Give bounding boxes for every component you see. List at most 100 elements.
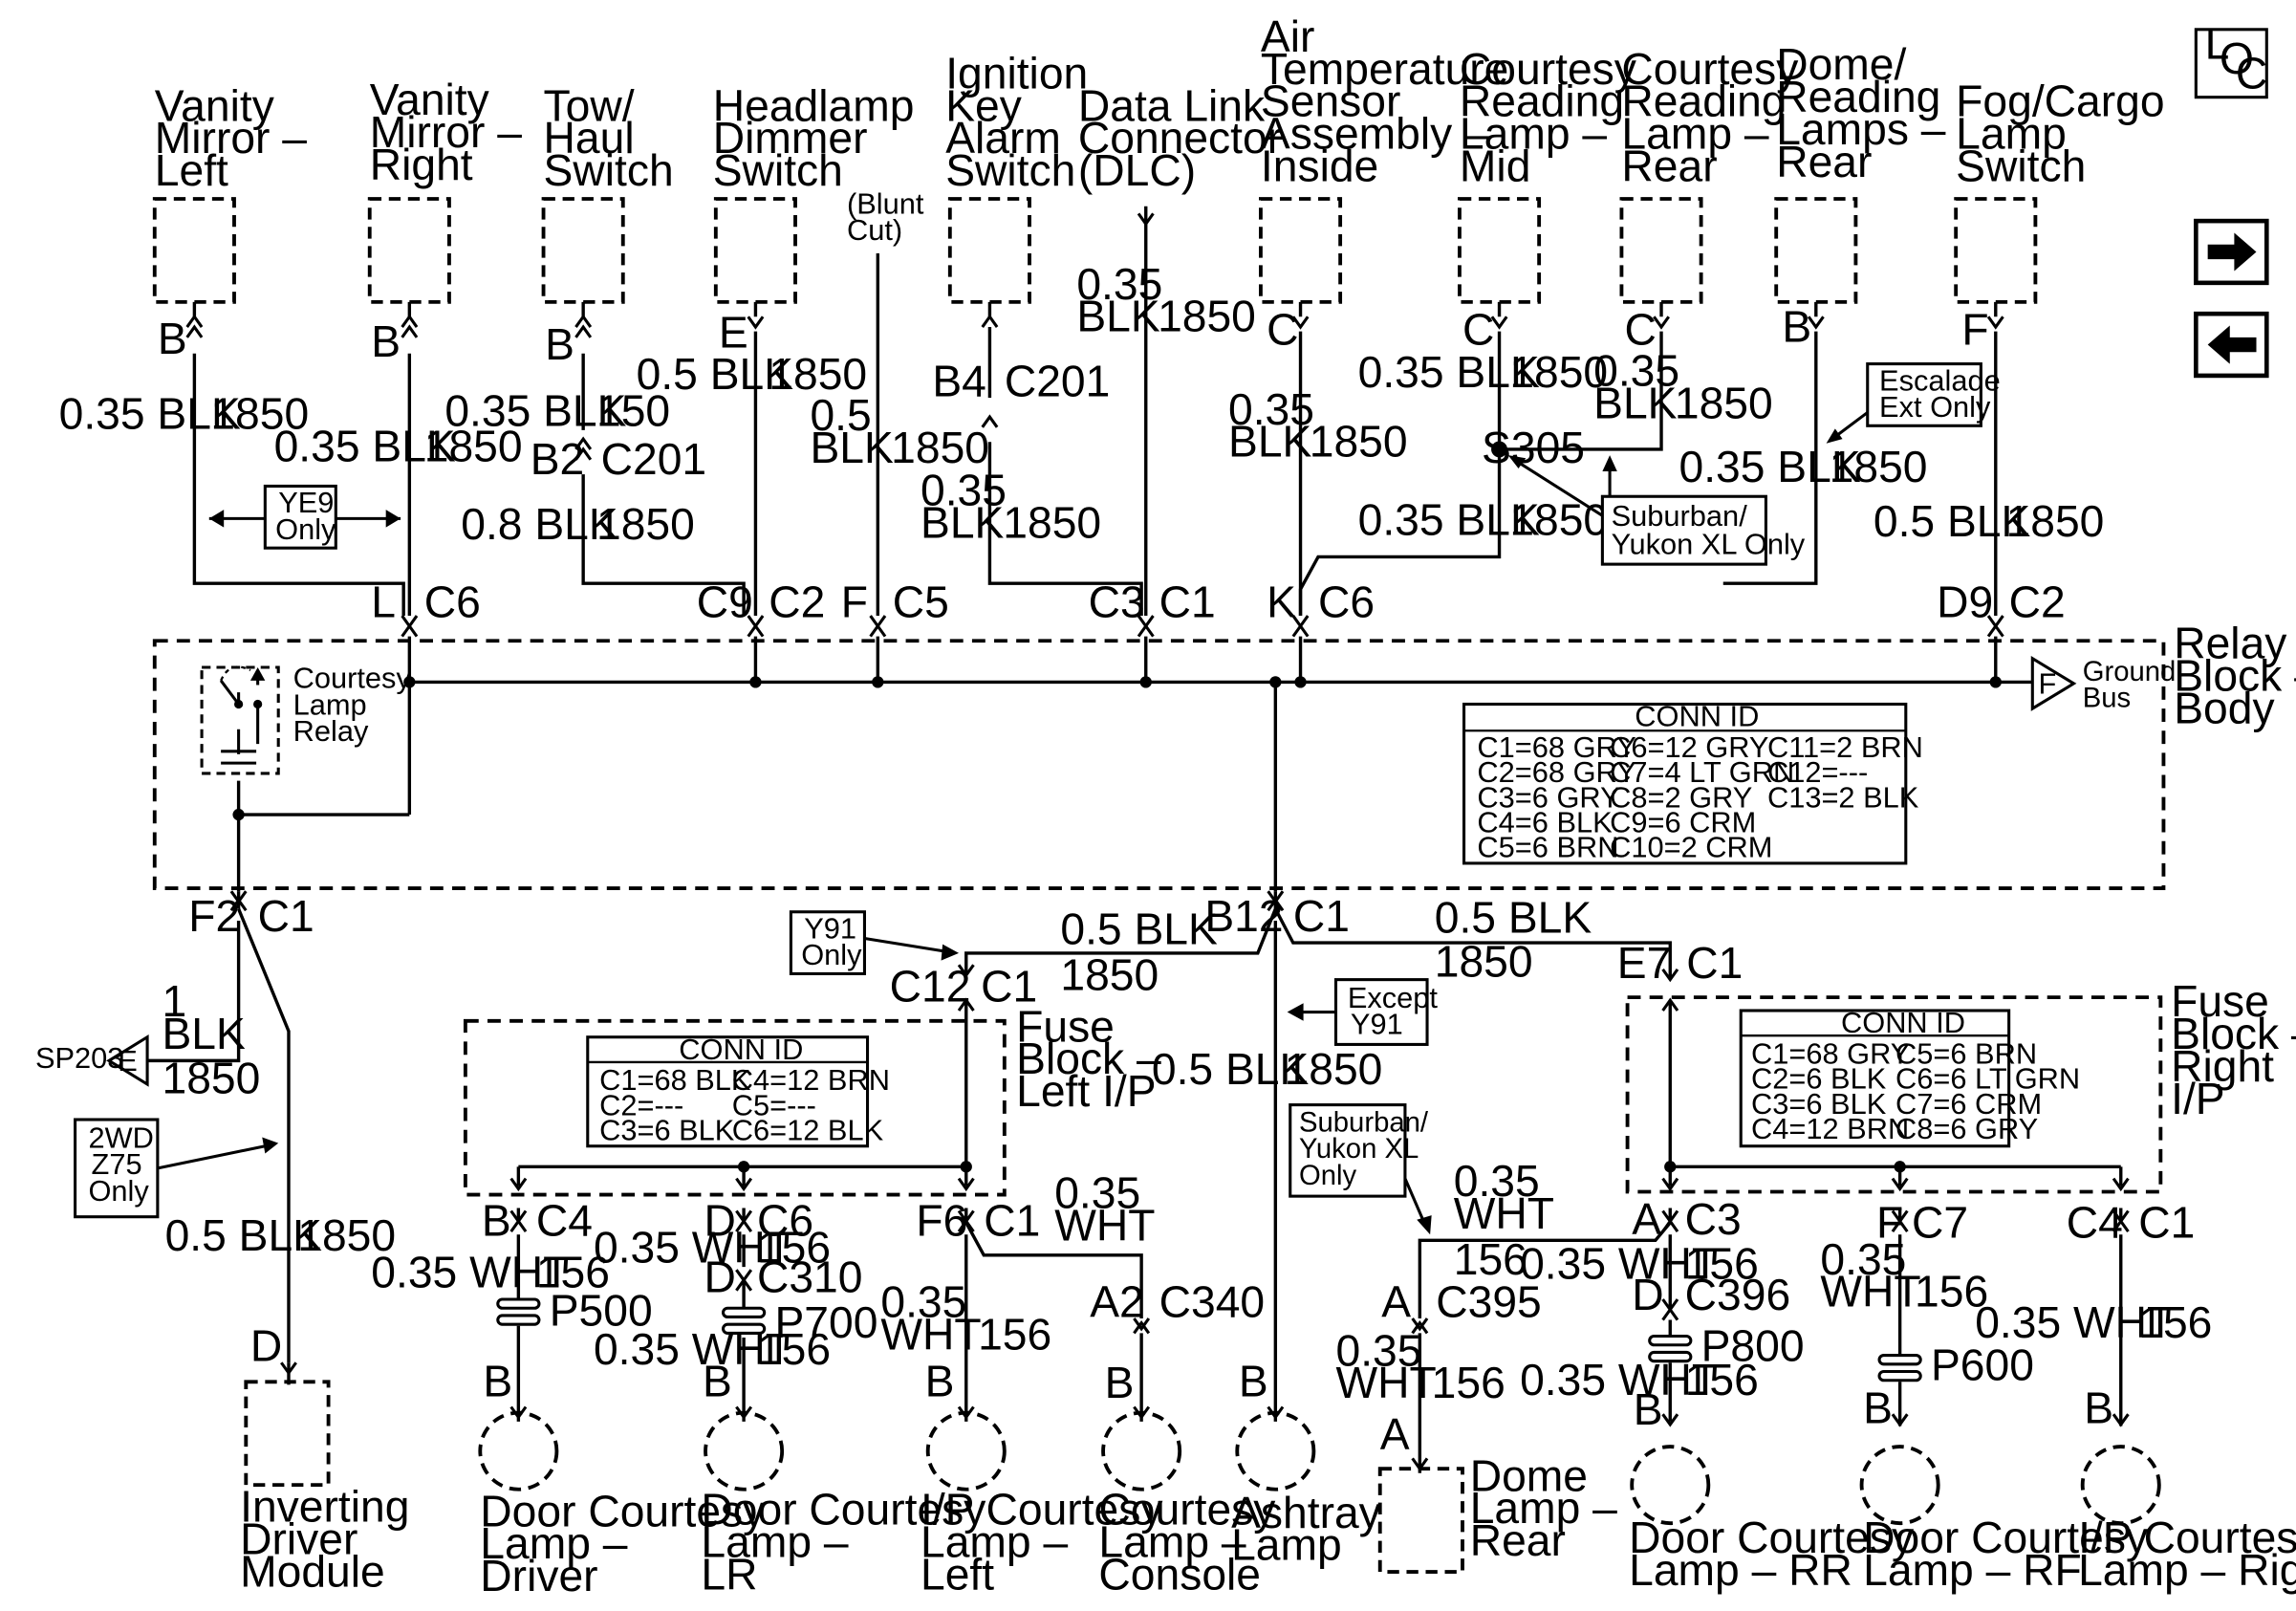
svg-text:C7=6 CRM: C7=6 CRM bbox=[1895, 1087, 2042, 1121]
svg-text:WHT: WHT bbox=[1820, 1267, 1920, 1317]
top-component-labels: Vanity Mirror – Left Vanity Mirror – Rig… bbox=[155, 11, 2165, 247]
svg-text:Ignition: Ignition bbox=[945, 48, 1088, 98]
svg-text:C11=2 BRN: C11=2 BRN bbox=[1767, 730, 1923, 764]
svg-text:Reading: Reading bbox=[1776, 72, 1940, 121]
svg-text:Inverting: Inverting bbox=[240, 1482, 409, 1532]
svg-text:O: O bbox=[2220, 33, 2254, 83]
top-wire-labels: 0.35 BLK 1850 0.35 BLK 1850 0.35 BLK 150… bbox=[59, 259, 2105, 549]
svg-text:Except: Except bbox=[1348, 981, 1439, 1014]
svg-text:L: L bbox=[2205, 19, 2230, 69]
svg-text:C8=2 GRY: C8=2 GRY bbox=[1610, 780, 1752, 814]
svg-text:C6=12 BLK: C6=12 BLK bbox=[732, 1114, 884, 1147]
svg-text:Alarm: Alarm bbox=[945, 113, 1061, 163]
svg-text:C1=68 GRY: C1=68 GRY bbox=[1751, 1036, 1910, 1070]
svg-text:Lamp: Lamp bbox=[1231, 1520, 1342, 1570]
svg-text:B: B bbox=[545, 319, 574, 369]
svg-text:Courtesy: Courtesy bbox=[1098, 1485, 1276, 1535]
note-y91: Y91 Only bbox=[789, 910, 960, 976]
loc-badge: L O C bbox=[2194, 19, 2268, 99]
svg-text:BLK: BLK bbox=[1076, 292, 1160, 341]
svg-text:Switch: Switch bbox=[713, 145, 843, 195]
svg-text:BLK: BLK bbox=[810, 423, 894, 472]
svg-text:BLK: BLK bbox=[162, 1009, 246, 1058]
svg-text:0.35: 0.35 bbox=[1336, 1325, 1422, 1375]
svg-text:Mid: Mid bbox=[1460, 142, 1530, 191]
headlamp-dimmer-switch-box bbox=[713, 197, 797, 304]
svg-text:1850: 1850 bbox=[424, 421, 523, 470]
svg-text:B: B bbox=[1105, 1358, 1135, 1407]
svg-text:B: B bbox=[703, 1357, 732, 1406]
svg-text:(Blunt: (Blunt bbox=[847, 186, 924, 220]
top-wires bbox=[192, 206, 1998, 617]
svg-text:Inside: Inside bbox=[1261, 142, 1378, 191]
bottom-chevrons bbox=[280, 1209, 2130, 1471]
svg-text:Left: Left bbox=[921, 1550, 994, 1600]
svg-text:0.8 BLK: 0.8 BLK bbox=[461, 499, 618, 549]
forward-button[interactable] bbox=[2194, 218, 2269, 286]
dome-reading-lamps-rear-box bbox=[1774, 197, 1858, 304]
svg-text:C2=68 GRY: C2=68 GRY bbox=[1477, 755, 1635, 789]
svg-text:Lamp – RR: Lamp – RR bbox=[1629, 1545, 1852, 1595]
svg-text:1850: 1850 bbox=[1509, 494, 1608, 544]
svg-text:Lamp – RF: Lamp – RF bbox=[1863, 1545, 2082, 1595]
svg-text:Rear: Rear bbox=[1470, 1515, 1566, 1565]
svg-text:Courtesy: Courtesy bbox=[1460, 44, 1637, 94]
svg-text:C396: C396 bbox=[1685, 1270, 1791, 1319]
svg-text:Bus: Bus bbox=[2083, 684, 2131, 714]
svg-text:0.35: 0.35 bbox=[1820, 1234, 1906, 1284]
svg-text:C8=6 GRY: C8=6 GRY bbox=[1895, 1112, 2038, 1145]
svg-text:LR: LR bbox=[701, 1550, 757, 1600]
door-courtesy-lamp-lr-bulb bbox=[704, 1410, 785, 1491]
svg-text:P800: P800 bbox=[1701, 1321, 1805, 1371]
svg-text:C: C bbox=[2236, 48, 2267, 98]
svg-text:Block –: Block – bbox=[1016, 1034, 1161, 1083]
tow-haul-switch-box bbox=[541, 197, 625, 304]
bottom-component-labels: Inverting Driver Module Door Courtesy La… bbox=[240, 1450, 2296, 1600]
svg-text:156: 156 bbox=[1432, 1358, 1505, 1407]
svg-text:D: D bbox=[704, 1196, 736, 1246]
svg-text:BLK: BLK bbox=[921, 497, 1005, 547]
ignition-key-alarm-switch-box bbox=[947, 197, 1031, 304]
svg-text:0.35 BLK: 0.35 BLK bbox=[444, 385, 626, 435]
svg-text:B: B bbox=[371, 316, 401, 366]
svg-text:E: E bbox=[118, 1044, 138, 1078]
relay-block-body: Relay Block – Body Courtesy Lamp bbox=[152, 619, 2296, 892]
svg-text:0.35 WHT: 0.35 WHT bbox=[1520, 1238, 1719, 1288]
top-chevrons bbox=[185, 212, 2004, 638]
svg-text:Relay: Relay bbox=[293, 714, 369, 748]
svg-text:Haul: Haul bbox=[544, 113, 635, 163]
svg-text:C1=68 BLK: C1=68 BLK bbox=[599, 1063, 751, 1097]
arrow-right-icon bbox=[2207, 232, 2257, 272]
svg-text:C12=---: C12=--- bbox=[1767, 755, 1868, 789]
ground-bus: F Ground Bus bbox=[2030, 655, 2176, 714]
svg-text:0.35 WHT: 0.35 WHT bbox=[371, 1248, 570, 1297]
svg-text:C6: C6 bbox=[1318, 577, 1375, 627]
svg-text:0.5: 0.5 bbox=[810, 390, 871, 440]
svg-text:D: D bbox=[1632, 1270, 1663, 1319]
svg-text:Switch: Switch bbox=[1956, 142, 2086, 191]
back-button[interactable] bbox=[2194, 311, 2269, 379]
svg-text:D: D bbox=[250, 1321, 282, 1371]
svg-text:Only: Only bbox=[801, 938, 862, 971]
svg-text:1850: 1850 bbox=[1310, 417, 1408, 467]
svg-text:Driver: Driver bbox=[240, 1514, 357, 1564]
svg-text:Lamp –: Lamp – bbox=[1621, 109, 1768, 159]
svg-text:Fuse: Fuse bbox=[1016, 1001, 1115, 1051]
svg-text:1850: 1850 bbox=[596, 499, 695, 549]
svg-text:Dome/: Dome/ bbox=[1776, 39, 1906, 89]
ip-courtesy-lamp-left-bulb bbox=[925, 1410, 1007, 1491]
svg-text:0.35: 0.35 bbox=[1228, 384, 1314, 434]
svg-text:C201: C201 bbox=[601, 434, 707, 484]
svg-text:156: 156 bbox=[1915, 1267, 1988, 1317]
note-escalade: Escalade Ext Only bbox=[1826, 362, 2001, 444]
svg-text:Y91: Y91 bbox=[1351, 1008, 1403, 1041]
svg-text:C3=6 GRY: C3=6 GRY bbox=[1477, 780, 1619, 814]
svg-text:F: F bbox=[2038, 667, 2056, 701]
svg-text:F2: F2 bbox=[188, 891, 240, 941]
svg-text:A2: A2 bbox=[1090, 1276, 1144, 1326]
svg-text:C: C bbox=[1462, 305, 1494, 355]
svg-text:1850: 1850 bbox=[1003, 497, 1101, 547]
svg-text:Relay: Relay bbox=[2174, 619, 2287, 668]
svg-text:Switch: Switch bbox=[945, 145, 1075, 195]
s305-splice bbox=[1491, 441, 1508, 458]
